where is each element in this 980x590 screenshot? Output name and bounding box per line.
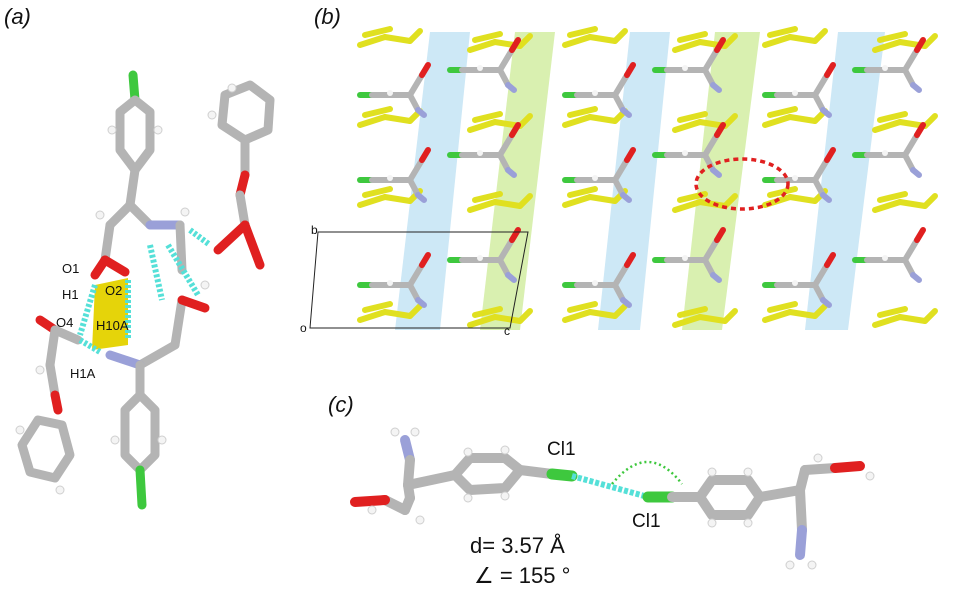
phenoxy-fragment: [762, 106, 828, 128]
cl1-label-right: Cl1: [632, 511, 661, 532]
phenoxy-fragment: [467, 191, 533, 213]
phenoxy-fragment: [357, 26, 423, 48]
panel-b: (b) b o c: [300, 4, 938, 338]
phenoxy-fragment: [872, 306, 938, 328]
chlorophenyl-fragment: [762, 62, 836, 118]
panel-b-molecules: [357, 26, 938, 328]
phenoxy-fragment: [872, 191, 938, 213]
phenoxy-fragment: [762, 186, 828, 208]
panel-c-molecule-left: [350, 435, 578, 515]
phenoxy-fragment: [357, 186, 423, 208]
panel-c-molecule-right: [642, 461, 865, 560]
phenoxy-fragment: [357, 106, 423, 128]
chlorophenyl-fragment: [447, 37, 521, 93]
panel-a-label: (a): [4, 4, 31, 29]
chlorophenyl-fragment: [357, 147, 431, 203]
panel-a-hbonds: [77, 227, 212, 355]
phenoxy-fragment: [467, 306, 533, 328]
chlorophenyl-fragment: [357, 62, 431, 118]
chlorophenyl-fragment: [652, 37, 726, 93]
chlorophenyl-fragment: [562, 147, 636, 203]
chlorophenyl-fragment: [357, 252, 431, 308]
atom-label-h1: H1: [62, 287, 79, 302]
chlorophenyl-fragment: [852, 122, 926, 178]
distance-label: d= 3.57 Å: [470, 533, 565, 558]
halogen-bond: [571, 473, 649, 500]
cl1-label-left: Cl1: [547, 439, 576, 460]
atom-label-o1: O1: [62, 261, 79, 276]
angle-arc: [611, 460, 683, 485]
chlorophenyl-fragment: [652, 227, 726, 283]
phenoxy-fragment: [672, 306, 738, 328]
phenoxy-fragment: [357, 301, 423, 323]
panel-c: (c): [328, 392, 875, 588]
phenoxy-fragment: [762, 301, 828, 323]
phenoxy-fragment: [562, 106, 628, 128]
halogen-contact-highlight: [694, 157, 790, 211]
angle-label: ∠ = 155 °: [474, 563, 570, 588]
chlorophenyl-fragment: [852, 227, 926, 283]
panel-c-hydrogens: [367, 427, 875, 570]
phenoxy-fragment: [762, 26, 828, 48]
chlorophenyl-fragment: [852, 37, 926, 93]
chlorophenyl-fragment: [762, 147, 836, 203]
panel-a-molecule: [17, 70, 275, 510]
chlorophenyl-fragment: [447, 122, 521, 178]
unit-cell: [309, 231, 529, 329]
atom-label-h10a: H10A: [96, 318, 129, 333]
panel-a-atom-labels: O1 H1 O2 O4 H10A H1A: [56, 261, 129, 381]
panel-c-label: (c): [328, 392, 354, 417]
axis-label-o: o: [300, 321, 307, 335]
axis-label-b: b: [311, 223, 318, 237]
phenoxy-fragment: [872, 31, 938, 53]
hbond-ring-fill: [92, 278, 128, 350]
panel-b-label: (b): [314, 4, 341, 29]
chlorophenyl-fragment: [562, 62, 636, 118]
atom-label-o2: O2: [105, 283, 122, 298]
phenoxy-fragment: [562, 301, 628, 323]
axis-label-c: c: [504, 324, 510, 338]
chlorophenyl-fragment: [562, 252, 636, 308]
phenoxy-fragment: [872, 111, 938, 133]
atom-label-h1a: H1A: [70, 366, 96, 381]
phenoxy-fragment: [467, 31, 533, 53]
chlorophenyl-fragment: [762, 252, 836, 308]
phenoxy-fragment: [672, 191, 738, 213]
chlorophenyl-fragment: [447, 227, 521, 283]
chlorophenyl-fragment: [652, 122, 726, 178]
panel-b-bands: [395, 32, 885, 330]
atom-label-o4: O4: [56, 315, 73, 330]
phenoxy-fragment: [562, 26, 628, 48]
panel-a-hydrogens: [15, 83, 237, 495]
phenoxy-fragment: [562, 186, 628, 208]
panel-a: (a): [4, 4, 275, 510]
